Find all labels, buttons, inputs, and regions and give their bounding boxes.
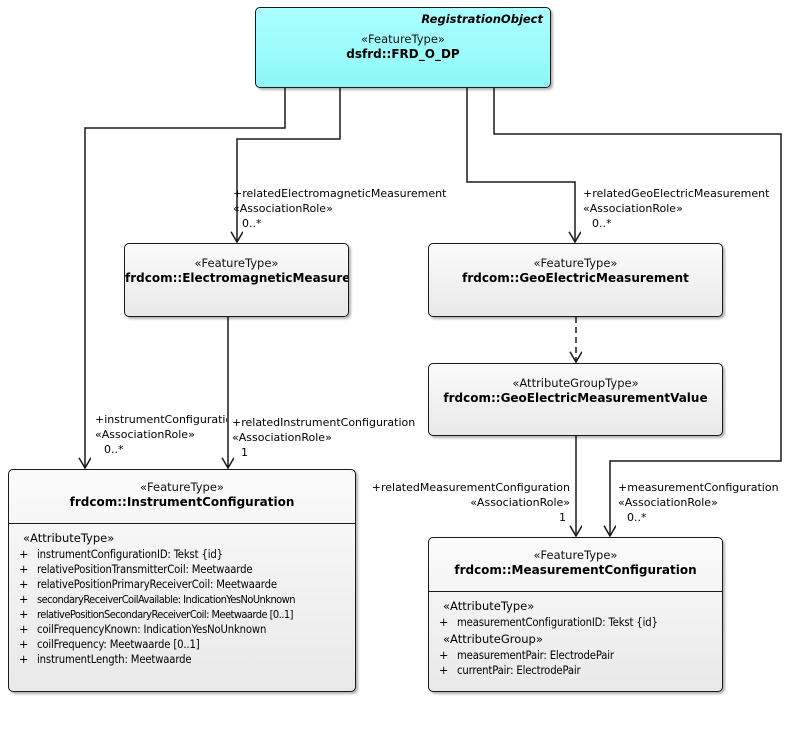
attribute-row: + measurementPair: ElectrodePair	[429, 648, 722, 663]
attribute-group-label: «AttributeType»	[23, 531, 115, 545]
attribute-compartment: «AttributeType» + instrumentConfiguratio…	[9, 523, 355, 671]
class-box-measurement-configuration[interactable]: «FeatureType» frdcom::MeasurementConfigu…	[428, 537, 723, 692]
attribute-signature: coilFrequencyKnown: IndicationYesNoUnkno…	[37, 623, 267, 636]
visibility-marker: +	[19, 563, 29, 576]
attribute-signature: relativePositionSecondaryReceiverCoil: M…	[37, 608, 293, 621]
attribute-signature: relativePositionPrimaryReceiverCoil: Mee…	[37, 578, 277, 591]
attribute-signature: currentPair: ElectrodePair	[457, 664, 581, 677]
attribute-signature: measurementConfigurationID: Tekst {id}	[457, 616, 658, 629]
class-name: frdcom::GeoElectricMeasurement	[462, 270, 689, 285]
attribute-row: + relativePositionSecondaryReceiverCoil:…	[9, 607, 355, 622]
class-box-frd-o-dp[interactable]: RegistrationObject «FeatureType» dsfrd::…	[255, 7, 551, 88]
class-box-instrument-configuration[interactable]: «FeatureType» frdcom::InstrumentConfigur…	[8, 469, 356, 692]
association-multiplicity: 0..*	[104, 443, 124, 457]
visibility-marker: +	[19, 548, 29, 561]
association-role: +relatedElectromagneticMeasurement	[233, 187, 447, 200]
visibility-marker: +	[19, 593, 29, 606]
class-stereotype: «FeatureType»	[140, 480, 224, 494]
association-role: +instrumentConfiguratio	[95, 413, 227, 426]
association-role: +relatedMeasurementConfiguration	[371, 481, 570, 494]
visibility-marker: +	[19, 653, 29, 666]
association-multiplicity: 1	[559, 511, 566, 525]
class-box-geoelectric-measurement-value[interactable]: «AttributeGroupType» frdcom::GeoElectric…	[428, 363, 723, 436]
association-label-related-geoelectric-measurement: +relatedGeoElectricMeasurement «Associat…	[583, 186, 769, 232]
attribute-compartment: «AttributeType» + measurementConfigurati…	[429, 591, 722, 682]
class-name: frdcom::ElectromagneticMeasurement	[125, 270, 348, 285]
association-label-related-electromagnetic-measurement: +relatedElectromagneticMeasurement «Asso…	[233, 186, 446, 232]
class-stereotype: «FeatureType»	[194, 256, 279, 270]
class-name: frdcom::MeasurementConfiguration	[454, 562, 697, 577]
association-label-measurement-configuration: +measurementConfiguration «AssociationRo…	[618, 480, 779, 526]
class-name: frdcom::InstrumentConfiguration	[69, 494, 295, 509]
attribute-row: + measurementConfigurationID: Tekst {id}	[429, 615, 722, 630]
class-stereotype: «FeatureType»	[533, 548, 618, 562]
association-label-related-instrument-configuration: +relatedInstrumentConfiguration «Associa…	[232, 415, 415, 461]
association-stereotype: «AssociationRole»	[95, 428, 195, 442]
attribute-row: + instrumentConfigurationID: Tekst {id}	[9, 547, 355, 562]
association-multiplicity: 1	[241, 446, 248, 460]
association-stereotype: «AssociationRole»	[618, 496, 718, 510]
visibility-marker: +	[19, 578, 29, 591]
association-label-instrument-configuration: +instrumentConfiguratio «AssociationRole…	[95, 412, 227, 458]
visibility-marker: +	[439, 616, 449, 629]
registration-object-tagline: RegistrationObject	[421, 12, 543, 26]
attribute-signature: instrumentConfigurationID: Tekst {id}	[37, 548, 223, 561]
attribute-row: + instrumentLength: Meetwaarde	[9, 652, 355, 667]
visibility-marker: +	[439, 664, 449, 677]
association-stereotype: «AssociationRole»	[233, 202, 333, 216]
visibility-marker: +	[19, 638, 29, 651]
association-role: +relatedGeoElectricMeasurement	[583, 187, 770, 200]
association-multiplicity: 0..*	[592, 217, 612, 231]
attribute-signature: coilFrequency: Meetwaarde [0..1]	[37, 638, 200, 651]
attribute-row: + relativePositionPrimaryReceiverCoil: M…	[9, 577, 355, 592]
visibility-marker: +	[19, 623, 29, 636]
association-role: +relatedInstrumentConfiguration	[232, 416, 416, 429]
class-name: dsfrd::FRD_O_DP	[346, 46, 460, 61]
class-box-geoelectric-measurement[interactable]: «FeatureType» frdcom::GeoElectricMeasure…	[428, 243, 723, 317]
class-name: frdcom::GeoElectricMeasurementValue	[443, 390, 708, 405]
attribute-row: + secondaryReceiverCoilAvailable: Indica…	[9, 592, 355, 607]
class-box-electromagnetic-measurement[interactable]: «FeatureType» frdcom::ElectromagneticMea…	[124, 243, 349, 317]
visibility-marker: +	[19, 608, 29, 621]
connector-related-geoelectric-measurement	[466, 88, 575, 242]
association-role: +measurementConfiguration	[618, 481, 779, 494]
attribute-row: + coilFrequencyKnown: IndicationYesNoUnk…	[9, 622, 355, 637]
attribute-signature: secondaryReceiverCoilAvailable: Indicati…	[37, 593, 295, 606]
compartment-divider	[429, 591, 722, 592]
attribute-group-label: «AttributeGroup»	[443, 632, 543, 646]
class-stereotype: «AttributeGroupType»	[512, 376, 639, 390]
association-stereotype: «AssociationRole»	[583, 202, 683, 216]
attribute-group-label: «AttributeType»	[443, 599, 535, 613]
attribute-signature: instrumentLength: Meetwaarde	[37, 653, 192, 666]
association-stereotype: «AssociationRole»	[232, 431, 332, 445]
class-stereotype: «FeatureType»	[361, 32, 445, 46]
attribute-row: + currentPair: ElectrodePair	[429, 663, 722, 678]
compartment-divider	[9, 523, 355, 524]
attribute-row: + relativePositionTransmitterCoil: Meetw…	[9, 562, 355, 577]
attribute-row: + coilFrequency: Meetwaarde [0..1]	[9, 637, 355, 652]
association-stereotype: «AssociationRole»	[470, 496, 570, 510]
class-stereotype: «FeatureType»	[533, 256, 618, 270]
association-label-related-measurement-configuration: +relatedMeasurementConfiguration «Associ…	[360, 480, 570, 526]
association-multiplicity: 0..*	[627, 511, 647, 525]
attribute-signature: relativePositionTransmitterCoil: Meetwaa…	[37, 563, 253, 576]
visibility-marker: +	[439, 649, 449, 662]
association-multiplicity: 0..*	[242, 217, 262, 231]
attribute-signature: measurementPair: ElectrodePair	[457, 649, 614, 662]
